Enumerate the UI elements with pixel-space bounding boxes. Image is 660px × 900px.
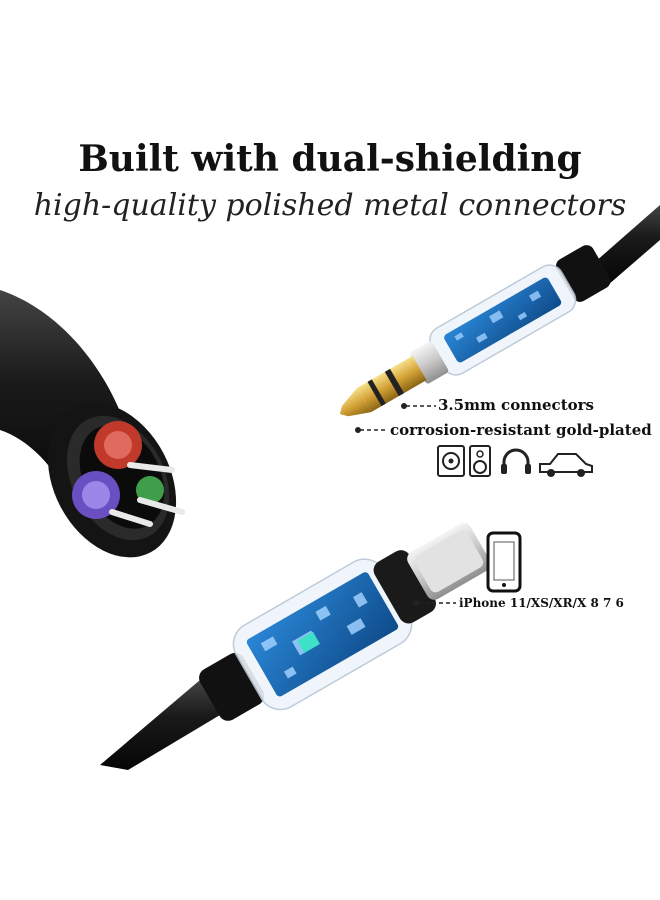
wire-bundle-red — [94, 421, 142, 469]
cable-cross-section — [0, 290, 185, 558]
wire-bundle-purple — [72, 471, 120, 519]
smartphone-icon — [486, 531, 522, 593]
callout-gold-plated: corrosion-resistant gold-plated — [390, 421, 652, 439]
aux-jack — [339, 205, 660, 417]
lightning-connector — [100, 522, 491, 770]
car-icon — [539, 453, 593, 477]
callout-aux-connectors: 3.5mm connectors — [438, 396, 594, 414]
wire-bundle-green — [136, 476, 164, 504]
subheadline: high-quality polished metal connectors — [33, 188, 627, 223]
callout-compatibility: iPhone 11/XS/XR/X 8 7 6 — [459, 596, 624, 610]
headphones-icon — [501, 448, 531, 474]
headline: Built with dual-shielding — [78, 138, 582, 180]
callout-leaders — [360, 405, 456, 604]
speaker-icon — [437, 445, 465, 477]
loudspeaker-icon — [469, 445, 491, 477]
